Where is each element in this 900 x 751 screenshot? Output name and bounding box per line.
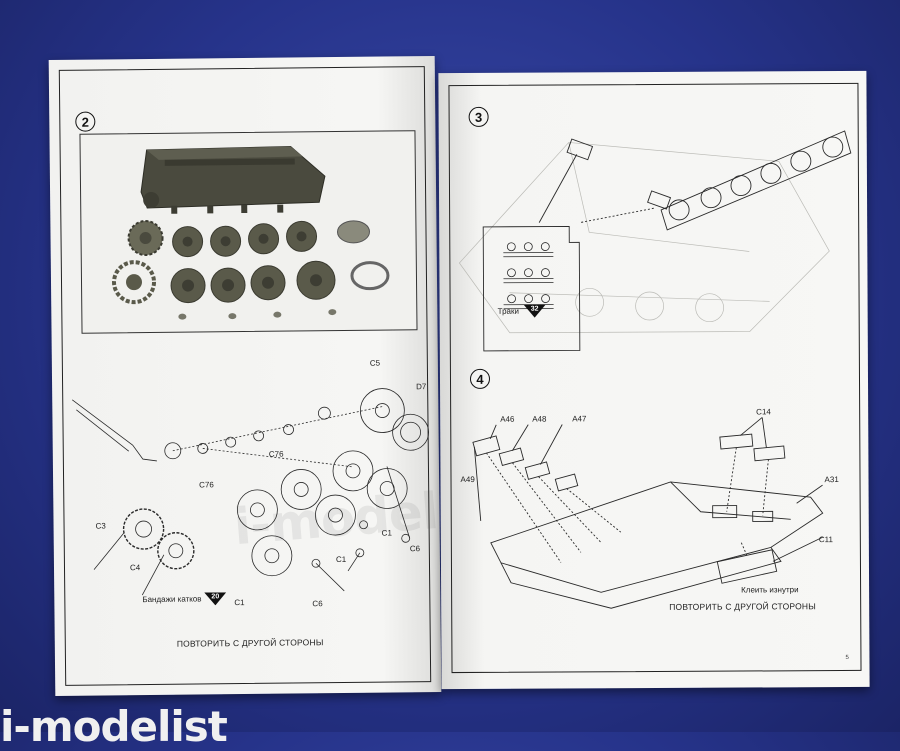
glue-inside-caption: Клеить изнутри (741, 585, 799, 595)
label-c3: C3 (95, 521, 106, 531)
label-c14: C14 (756, 407, 771, 417)
photo-illustration (112, 146, 390, 320)
label-c76-top: C76 (268, 449, 284, 459)
tires-caption: Бандажи катков (142, 594, 202, 605)
label-d7: D7 (416, 382, 427, 392)
label-a47: A47 (572, 414, 587, 424)
label-c4: C4 (129, 563, 141, 573)
left-repeat-caption: ПОВТОРИТЬ С ДРУГОЙ СТОРОНЫ (176, 637, 324, 649)
label-c1-mid: C1 (335, 554, 347, 565)
label-c5: C5 (369, 358, 381, 368)
label-a31: A31 (824, 475, 839, 485)
track-assembly-diagram (458, 130, 852, 352)
right-page: 3 (438, 70, 870, 690)
assembled-parts-photo (79, 130, 418, 334)
label-a46: A46 (500, 414, 515, 424)
instruction-booklet: 2 (0, 55, 870, 751)
label-c6-right: C6 (409, 544, 421, 554)
label-c11: C11 (818, 535, 833, 545)
label-c1-bottom: C1 (234, 598, 245, 608)
suspension-exploded-diagram (71, 388, 429, 596)
label-c76-left: C76 (199, 480, 214, 490)
right-repeat-caption: ПОВТОРИТЬ С ДРУГОЙ СТОРОНЫ (669, 601, 816, 612)
corner-watermark: i-modelist (0, 702, 228, 751)
left-page: 2 (48, 55, 583, 697)
label-a48: A48 (532, 414, 547, 424)
page-number: 5 (845, 654, 849, 662)
step-badge-4: 4 (469, 368, 491, 389)
tracks-caption: Траки (497, 306, 519, 316)
label-a49: A49 (460, 474, 475, 485)
hull-top-assembly-diagram (472, 417, 824, 609)
label-c6-bottom: C6 (312, 599, 323, 609)
step-badge-2: 2 (75, 111, 96, 132)
